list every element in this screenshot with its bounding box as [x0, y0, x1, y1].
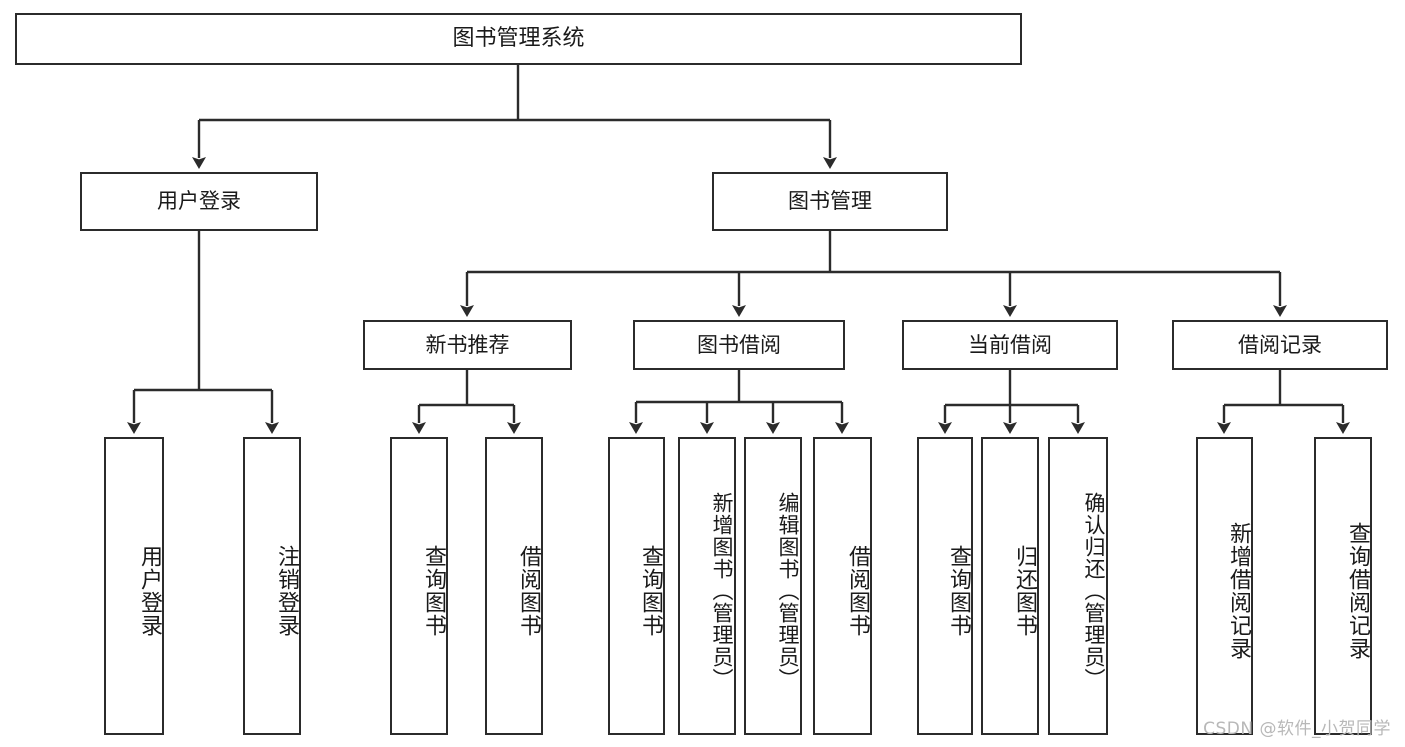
node-leaf-borrow-book-2[interactable]: 借阅图书: [813, 437, 872, 735]
node-label: 注销登录: [274, 545, 299, 637]
node-leaf-user-logout[interactable]: 注销登录: [243, 437, 301, 735]
node-leaf-add-book[interactable]: 新增图书（管理员）: [678, 437, 736, 735]
node-label: 新书推荐: [425, 332, 510, 357]
node-label: 借阅记录: [1238, 332, 1322, 357]
node-borrow-record[interactable]: 借阅记录: [1172, 320, 1388, 370]
node-label: 查询图书: [421, 545, 446, 637]
node-label: 图书借阅: [697, 332, 781, 357]
node-label: 新增图书（管理员）: [710, 492, 734, 690]
node-label: 图书管理系统: [452, 26, 585, 52]
node-label: 用户登录: [157, 189, 241, 214]
node-label: 确认归还（管理员）: [1082, 492, 1106, 690]
watermark-label: CSDN @软件_小贺同学: [1203, 719, 1391, 739]
node-leaf-add-record[interactable]: 新增借阅记录: [1196, 437, 1253, 735]
node-new-book-rec[interactable]: 新书推荐: [363, 320, 572, 370]
node-label: 图书管理: [788, 189, 872, 214]
node-book-borrow[interactable]: 图书借阅: [633, 320, 845, 370]
node-label: 查询借阅记录: [1345, 522, 1370, 660]
node-leaf-query-book-1[interactable]: 查询图书: [390, 437, 448, 735]
node-user-login[interactable]: 用户登录: [80, 172, 318, 231]
node-label: 编辑图书（管理员）: [776, 492, 800, 690]
node-leaf-query-book-3[interactable]: 查询图书: [917, 437, 973, 735]
node-label: 借阅图书: [516, 545, 541, 637]
node-label: 借阅图书: [845, 545, 870, 637]
node-label: 当前借阅: [968, 332, 1052, 357]
node-leaf-return-book[interactable]: 归还图书: [981, 437, 1039, 735]
node-label: 新增借阅记录: [1226, 522, 1251, 660]
node-leaf-borrow-book-1[interactable]: 借阅图书: [485, 437, 543, 735]
node-leaf-edit-book[interactable]: 编辑图书（管理员）: [744, 437, 802, 735]
node-book-manage[interactable]: 图书管理: [712, 172, 948, 231]
node-root[interactable]: 图书管理系统: [15, 13, 1022, 65]
node-label: 用户登录: [137, 545, 162, 637]
node-label: 查询图书: [946, 545, 971, 637]
node-leaf-query-book-2[interactable]: 查询图书: [608, 437, 665, 735]
node-label: 归还图书: [1012, 545, 1037, 637]
node-leaf-user-login[interactable]: 用户登录: [104, 437, 164, 735]
node-leaf-query-record[interactable]: 查询借阅记录: [1314, 437, 1372, 735]
node-label: 查询图书: [638, 545, 663, 637]
node-current-borrow[interactable]: 当前借阅: [902, 320, 1118, 370]
node-leaf-confirm-return[interactable]: 确认归还（管理员）: [1048, 437, 1108, 735]
